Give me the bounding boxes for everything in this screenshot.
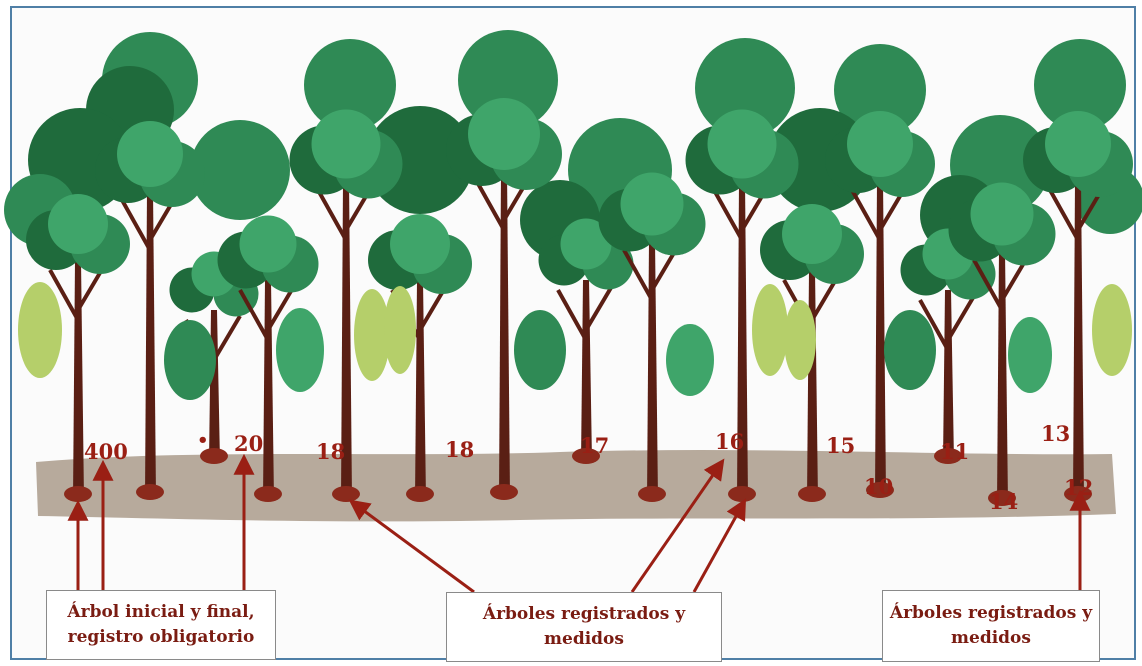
tree-crown [48,194,108,254]
label-line: Árboles registrados y [890,601,1092,626]
label-box-initial-final: Árbol inicial y final, registro obligato… [46,590,276,660]
tree-branch [214,316,240,360]
tree-branch [318,190,346,240]
tree-number: 16 [715,429,744,454]
tree-trunk [997,250,1008,504]
tree-crown [240,216,297,273]
tree-crown [708,110,777,179]
tree-crown [312,110,381,179]
tree-branch [948,296,974,340]
tree-number: 15 [826,433,855,458]
label-line: Árboles registrados y [483,602,685,627]
tree-trunk [73,260,84,500]
tree-base [406,486,434,502]
label-box-registered-middle: Árboles registrados y medidos [446,592,722,662]
tree-base [332,486,360,502]
tree-number: 10 [864,474,893,499]
tree-base [136,484,164,500]
tree-crown [971,183,1034,246]
label-box-registered-right: Árboles registrados y medidos [882,590,1100,662]
tree-crown [847,111,913,177]
tree-crown [1045,111,1111,177]
tree-trunk [209,310,220,462]
tree-number: 18 [445,437,474,462]
tree-number: 20 [234,431,263,456]
tree-branch [852,190,880,240]
tree-branch [476,180,504,230]
dot-marker: • [197,430,209,451]
tree-base [798,486,826,502]
tree-base [728,486,756,502]
label-line: medidos [483,627,685,652]
tree-base [64,486,92,502]
tree-crown [782,204,842,264]
tree-number: 11 [940,439,969,464]
tree-crown [468,98,540,170]
tree-branch [714,190,742,240]
tree-crown [621,173,684,236]
tree-base [254,486,282,502]
tree-crown [117,121,183,187]
tree-number: 13 [1041,421,1070,446]
tree-branch [586,286,612,330]
tree-base [490,484,518,500]
tree-crown [390,214,450,274]
tree-number: 17 [580,433,609,458]
tree-trunk [263,280,274,500]
tree-trunk [415,280,426,500]
label-line: Árbol inicial y final, [67,600,254,625]
label-line: medidos [890,626,1092,651]
tree-trunk [943,290,954,462]
tree-number: 400 [84,439,128,464]
label-line: registro obligatorio [67,625,254,650]
tree-base [638,486,666,502]
tree-number: 14 [989,489,1018,514]
tree-number: 18 [316,439,345,464]
tree-trunk [807,270,818,500]
